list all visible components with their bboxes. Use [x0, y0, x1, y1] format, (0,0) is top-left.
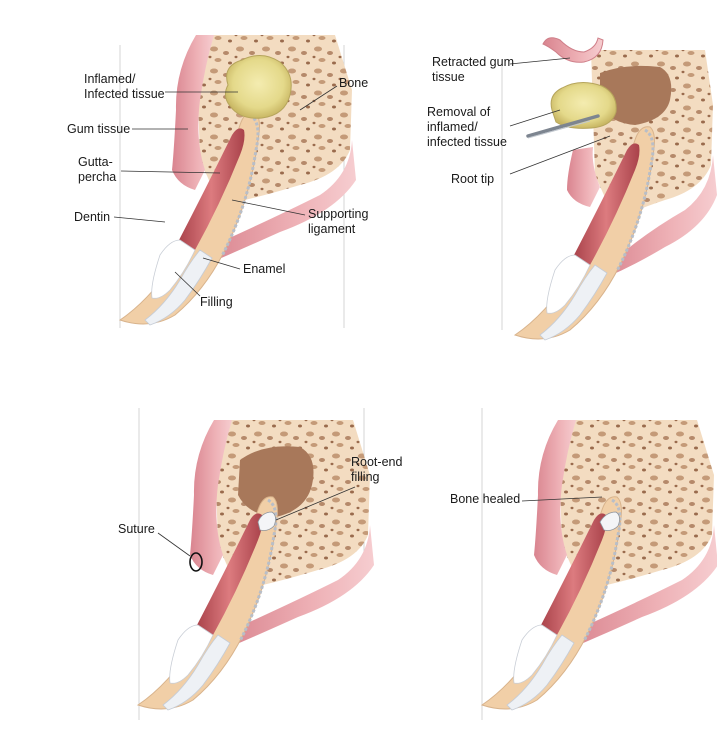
label-removal-line3: infected tissue	[427, 135, 507, 149]
label-filling: Filling	[200, 295, 233, 309]
label-dentin: Dentin	[74, 210, 110, 224]
panel-1-infected-tooth: Inflamed/ Infected tissue Bone Gum tissu…	[67, 35, 369, 327]
label-ligament-line1: Supporting	[308, 207, 369, 221]
label-gutta-line2: percha	[78, 170, 116, 184]
label-rootend-line2: filling	[351, 470, 380, 484]
root-end-filling	[257, 511, 276, 531]
label-removal-line1: Removal of	[427, 105, 491, 119]
panel-3-suture: Suture Root-end filling	[118, 420, 402, 712]
label-suture: Suture	[118, 522, 155, 536]
label-ligament-line2: ligament	[308, 222, 356, 236]
label-enamel: Enamel	[243, 262, 285, 276]
label-gum-tissue: Gum tissue	[67, 122, 130, 136]
root-end-filling-healed	[599, 511, 620, 531]
surgical-instrument	[526, 114, 600, 138]
label-rootend-line1: Root-end	[351, 455, 402, 469]
retracted-gum-flap	[542, 37, 604, 63]
label-bone: Bone	[339, 76, 368, 90]
label-inflamed-line2: Infected tissue	[84, 87, 165, 101]
label-inflamed-line1: Inflamed/	[84, 72, 136, 86]
infected-tissue-blob	[224, 55, 292, 119]
label-root-tip: Root tip	[451, 172, 494, 186]
panel-4-healed: Bone healed	[450, 420, 717, 712]
label-retracted-line2: tissue	[432, 70, 465, 84]
label-gutta-line1: Gutta-	[78, 155, 113, 169]
label-retracted-line1: Retracted gum	[432, 55, 514, 69]
suture-loop	[189, 552, 203, 572]
infected-tissue-removing	[550, 82, 617, 129]
label-removal-line2: inflamed/	[427, 120, 478, 134]
panel-2-removal: Retracted gum tissue Removal of inflamed…	[427, 37, 717, 342]
label-bone-healed: Bone healed	[450, 492, 520, 506]
